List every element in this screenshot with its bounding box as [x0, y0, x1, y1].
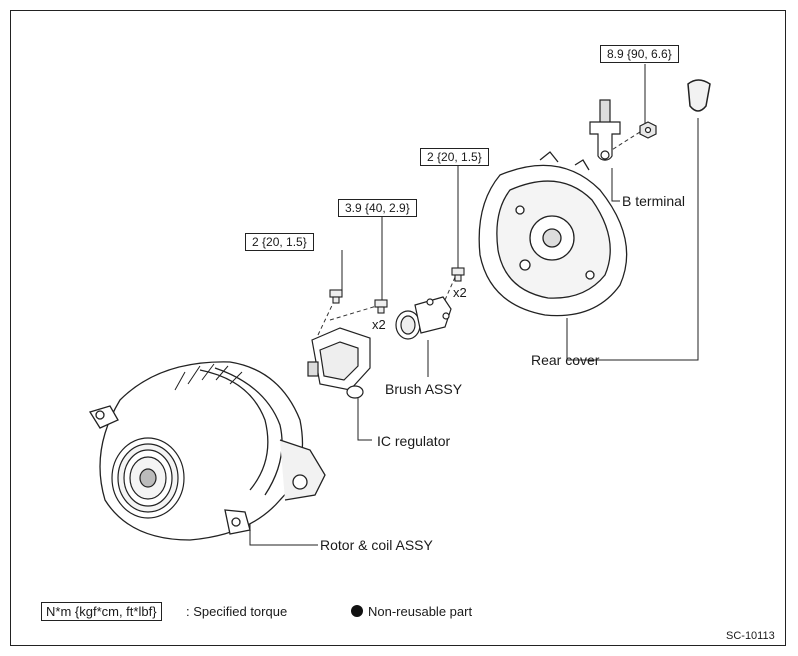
leader-ic-regulator: [357, 398, 372, 441]
legend-non-reusable-text: Non-reusable part: [368, 604, 473, 619]
diagram-frame: [10, 10, 786, 646]
b-terminal-nut: [639, 121, 657, 139]
label-b-terminal: B terminal: [622, 193, 686, 209]
regulator-screw: [374, 299, 388, 314]
figure-code: SC-10113: [726, 630, 775, 642]
torque-b-terminal: 8.9 {90, 6.6}: [600, 45, 679, 63]
legend-torque-text: : Specified torque: [186, 604, 288, 619]
leader-rear-cover-gasket: [612, 118, 699, 361]
b-terminal-part: [589, 99, 621, 161]
torque-regulator-side-screw: 2 {20, 1.5}: [245, 233, 314, 251]
leader-rotor: [249, 515, 318, 546]
ic-regulator-part: [307, 327, 371, 399]
brush-screw: [451, 267, 465, 282]
leader-rear-cover: [566, 318, 612, 361]
torque-regulator-screw: 3.9 {40, 2.9}: [338, 199, 417, 217]
brush-assy-part: [395, 296, 452, 340]
label-brush-assy: Brush ASSY: [385, 381, 463, 397]
rear-cover-part: [478, 151, 628, 317]
terminal-insulator: [687, 79, 711, 112]
torque-brush-screw: 2 {20, 1.5}: [420, 148, 489, 166]
regulator-side-screw: [329, 289, 343, 304]
label-ic-regulator: IC regulator: [377, 433, 451, 449]
label-rotor-coil: Rotor & coil ASSY: [320, 537, 433, 553]
label-rear-cover: Rear cover: [531, 352, 600, 368]
qty-regulator-screws: x2: [372, 317, 386, 332]
qty-brush-screws: x2: [453, 285, 467, 300]
non-reusable-dot-icon: [351, 605, 363, 617]
leader-b-terminal: [611, 168, 620, 202]
legend-torque-unit: N*m {kgf*cm, ft*lbf}: [41, 602, 162, 621]
pulley: [111, 437, 185, 519]
